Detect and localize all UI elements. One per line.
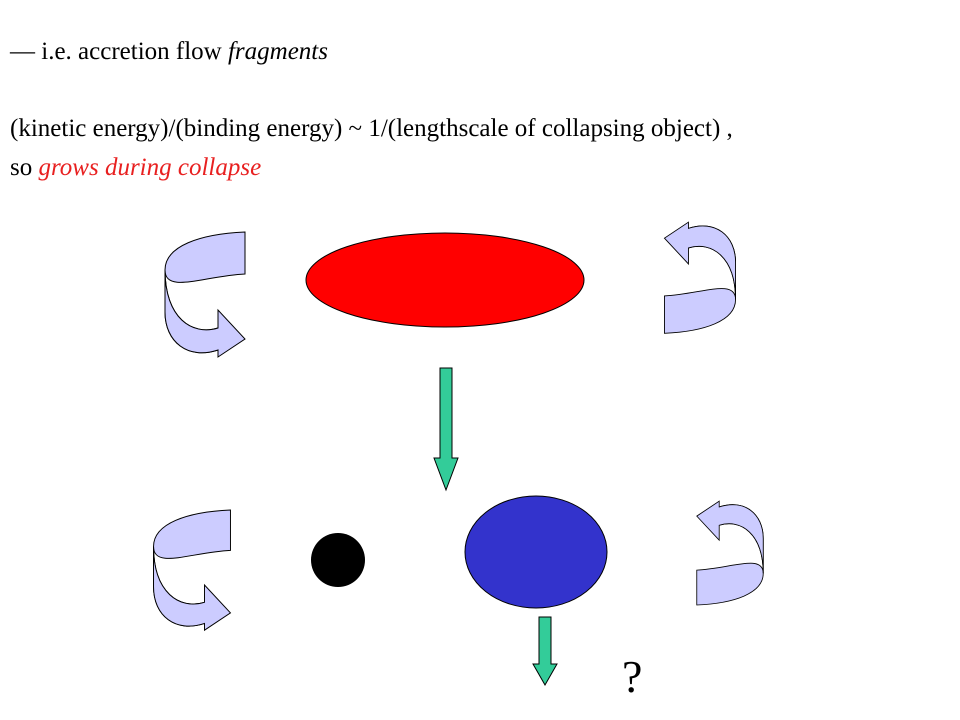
conclusion-prefix: so bbox=[10, 154, 33, 181]
red-blob bbox=[305, 232, 585, 328]
conclusion-line: so grows during collapse bbox=[10, 154, 261, 182]
fragments-text: fragments bbox=[227, 38, 328, 65]
blue-blob bbox=[464, 495, 608, 609]
grows-during-collapse-text: grows during collapse bbox=[38, 154, 262, 181]
rotation-arrow-icon bbox=[663, 221, 737, 334]
question-mark: ? bbox=[622, 651, 643, 702]
intro-text: i.e. accretion flow bbox=[41, 38, 222, 65]
rotation-arrow-icon bbox=[164, 231, 246, 358]
rotation-arrow-icon bbox=[153, 509, 231, 631]
black-dot bbox=[311, 533, 365, 587]
rotation-arrow-icon bbox=[696, 500, 764, 606]
energy-ratio-line: (kinetic energy)/(binding energy) ~ 1/(l… bbox=[10, 115, 733, 142]
intro-line: — i.e. accretion flow fragments bbox=[10, 38, 328, 66]
down-arrow-icon bbox=[532, 616, 558, 687]
down-arrow-icon bbox=[433, 367, 459, 492]
dash: — bbox=[10, 38, 35, 65]
